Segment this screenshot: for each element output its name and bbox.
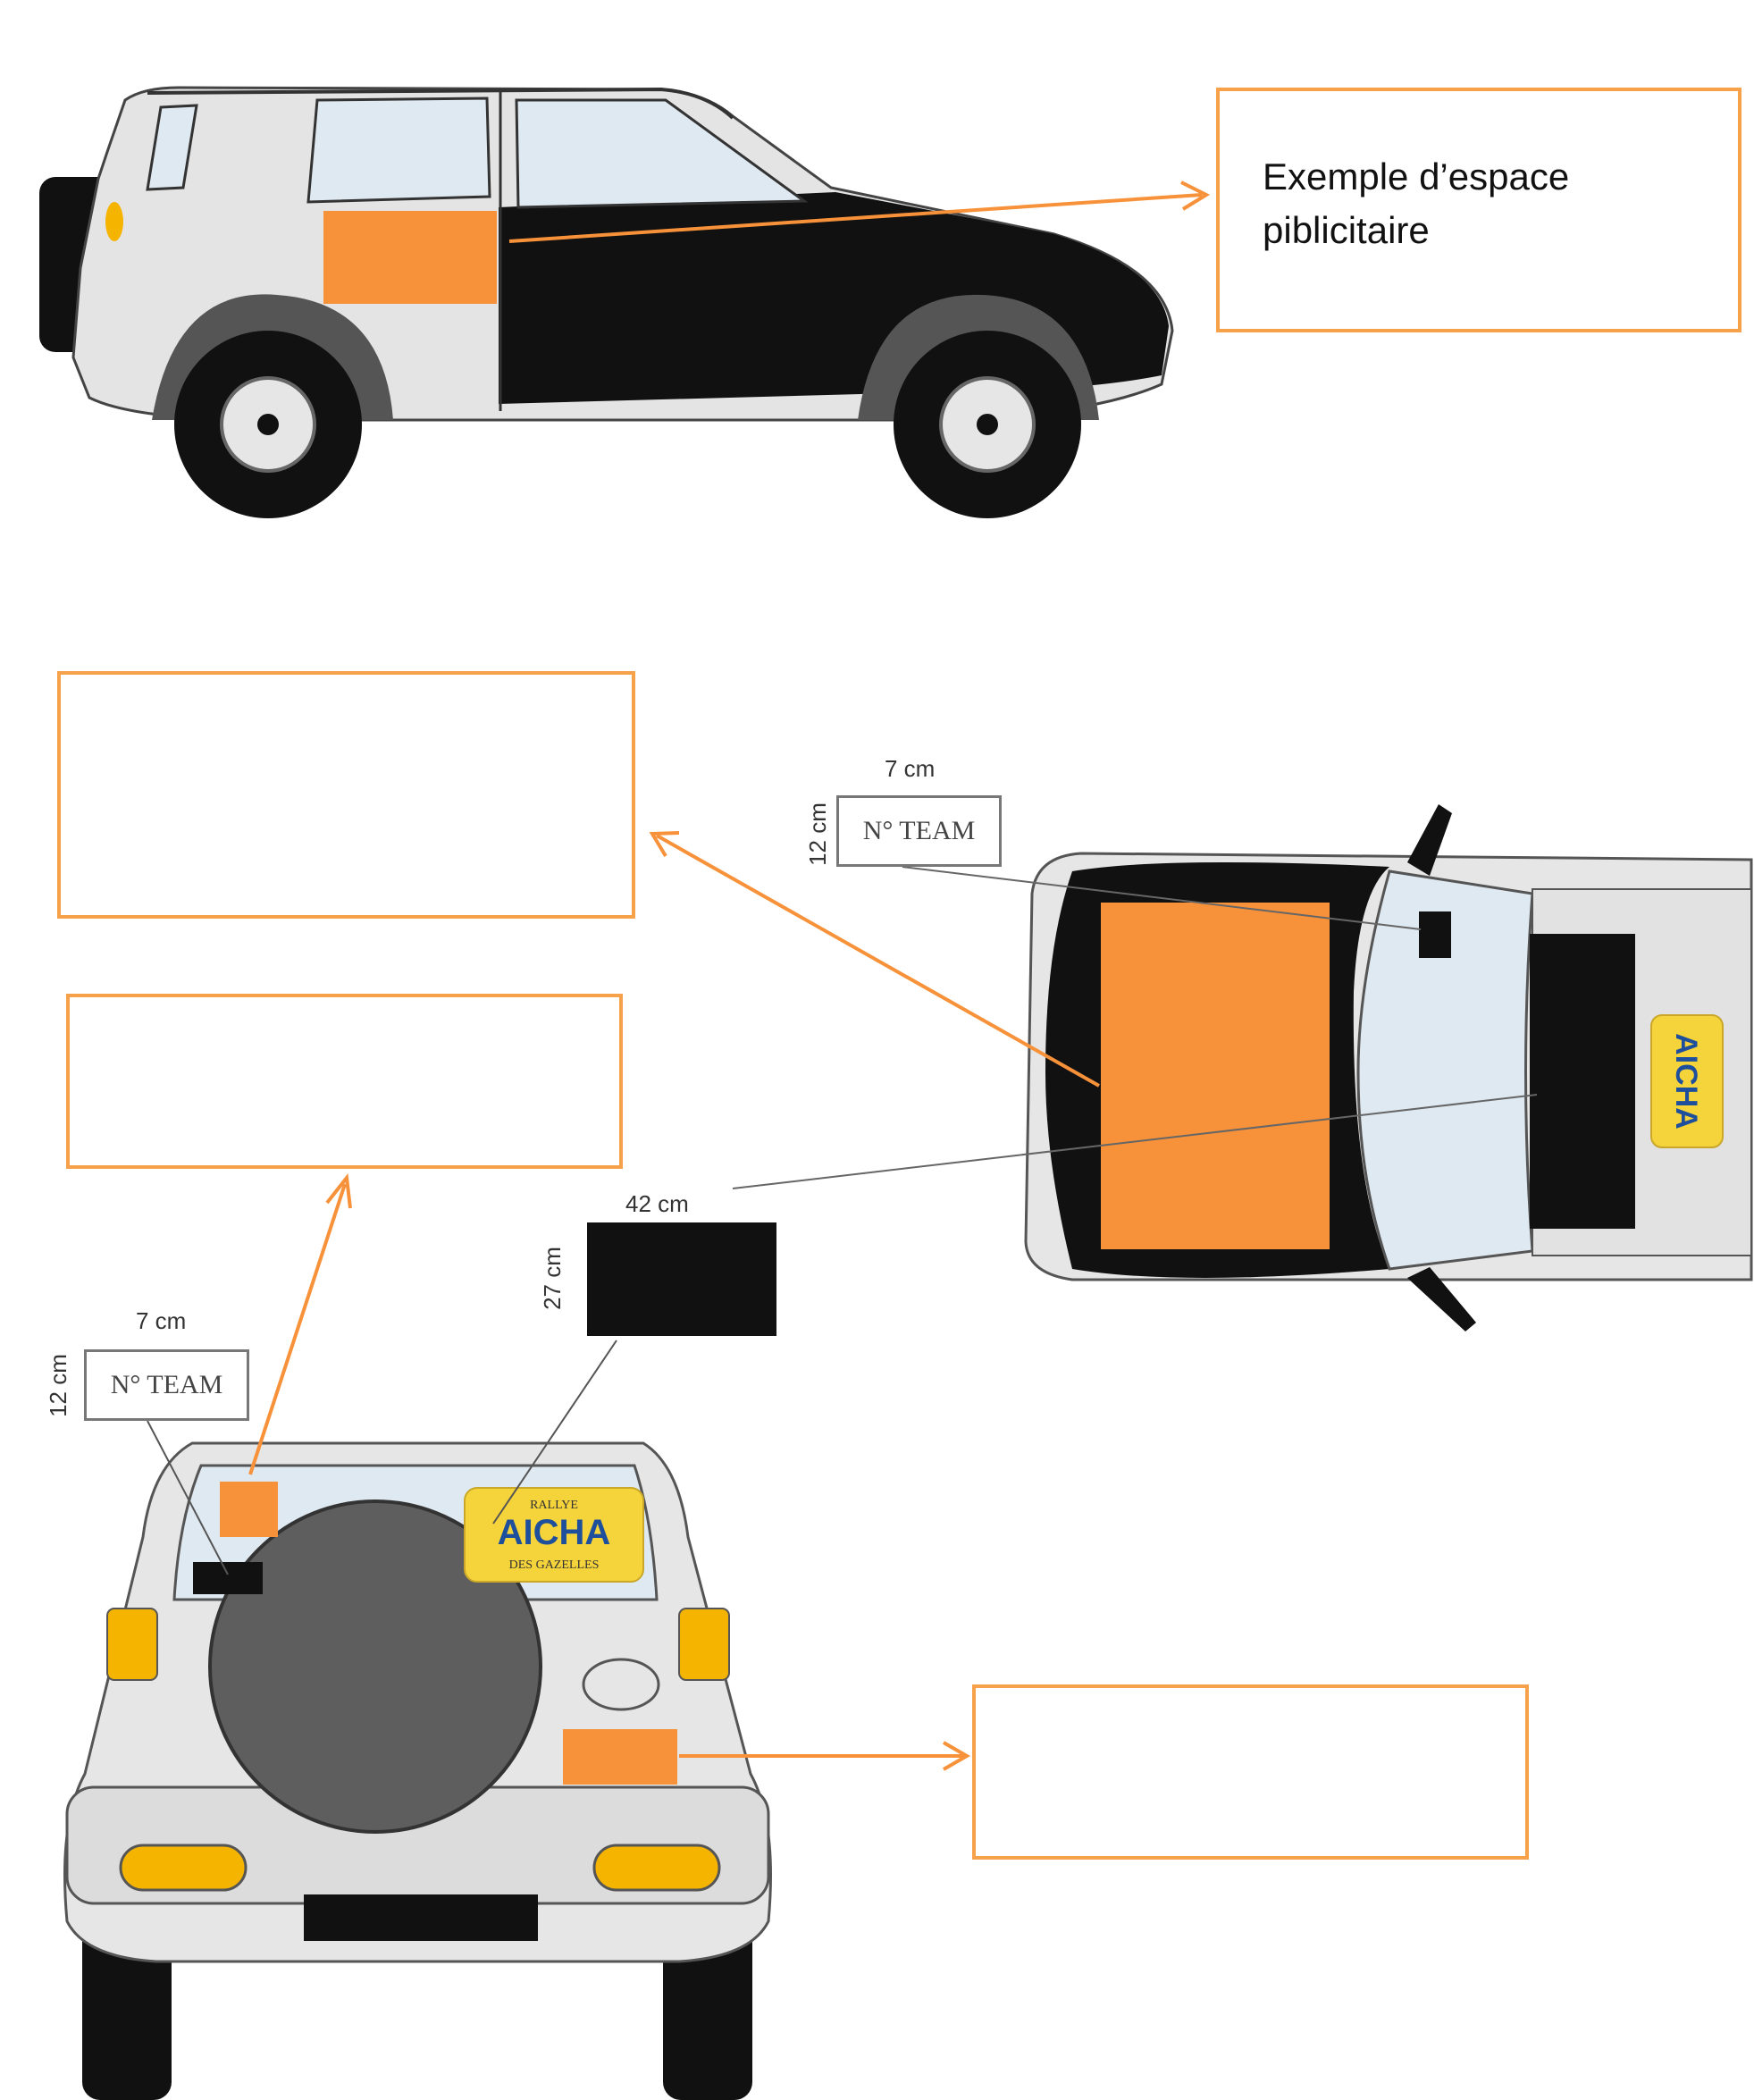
rear-team-width-label: 7 cm — [136, 1307, 187, 1334]
side-window-front — [515, 98, 809, 209]
plate-height-label: 27 cm — [538, 1247, 566, 1310]
rear-tail-light-right — [678, 1608, 730, 1681]
top-sunroof — [1530, 934, 1635, 1229]
side-rear-hub — [257, 414, 279, 435]
top-mirror-left — [1407, 804, 1452, 876]
top-team-width-label: 7 cm — [885, 755, 936, 782]
rear-logo-main: AICHA — [498, 1513, 611, 1552]
arrow-side-head — [1180, 181, 1211, 211]
plate-width-label: 42 cm — [625, 1190, 689, 1217]
rear-tire-left — [82, 1921, 172, 2100]
rear-team-plate — [193, 1562, 263, 1594]
callout-rear-door — [972, 1684, 1529, 1860]
rear-team-leader — [147, 1420, 229, 1575]
callout-side-text: Exemple d’espace piblicitaire — [1263, 155, 1570, 251]
rear-logo-bottom: DES GAZELLES — [509, 1558, 600, 1572]
rear-bumper-light-left — [119, 1844, 248, 1892]
top-plate-leader — [732, 1094, 1538, 1189]
arrow-rear-window-head — [325, 1172, 352, 1209]
arrow-top — [656, 834, 1100, 1088]
side-window-mid — [306, 97, 491, 204]
rear-tire-right — [663, 1921, 752, 2100]
rear-logo: RALLYE AICHA DES GAZELLES — [464, 1487, 644, 1583]
callout-side: Exemple d’espace piblicitaire — [1216, 88, 1741, 332]
top-windshield — [1356, 869, 1534, 1271]
rear-team-box: N° TEAM — [84, 1349, 249, 1421]
side-ad-space — [323, 211, 497, 304]
side-tail-light — [105, 202, 123, 241]
top-view-car: AICHA — [732, 804, 1753, 1331]
rear-team-height-label: 12 cm — [44, 1354, 71, 1417]
rear-license-plate — [304, 1894, 538, 1941]
top-ad-space — [1101, 903, 1330, 1249]
top-logo: AICHA — [1650, 1014, 1724, 1148]
top-logo-text: AICHA — [1669, 1033, 1703, 1130]
side-window-rear — [146, 104, 198, 191]
top-mirror-right — [1407, 1267, 1476, 1331]
rear-plate-leader — [492, 1340, 617, 1525]
rear-spare-wheel — [208, 1499, 542, 1834]
rear-ad-space-window — [220, 1482, 278, 1537]
top-team-height-label: 12 cm — [803, 802, 831, 866]
rear-tail-light-left — [106, 1608, 158, 1681]
side-roof — [147, 87, 734, 120]
arrow-side — [508, 193, 1203, 243]
arrow-rear-window — [248, 1183, 347, 1475]
rear-logo-top: RALLYE — [530, 1499, 578, 1512]
rear-door-handle — [582, 1658, 660, 1711]
callout-arrows — [248, 181, 1211, 1771]
callout-top — [57, 671, 635, 919]
rear-bumper-light-right — [592, 1844, 721, 1892]
rear-view-car: RALLYE AICHA DES GAZELLES — [63, 1340, 772, 2100]
side-front-hub — [977, 414, 998, 435]
side-view-car — [39, 86, 1174, 518]
rear-ad-space-door — [563, 1729, 677, 1785]
arrow-rear-door-head — [943, 1741, 971, 1771]
rear-team-box-label: N° TEAM — [110, 1370, 223, 1399]
top-team-leader — [902, 866, 1422, 930]
top-team-box-label: N° TEAM — [862, 816, 976, 845]
top-team-box: N° TEAM — [836, 795, 1002, 867]
callout-rear-window — [66, 994, 623, 1169]
arrow-top-head — [649, 831, 680, 858]
plate-42x27 — [587, 1222, 776, 1336]
top-team-plate — [1419, 911, 1451, 958]
